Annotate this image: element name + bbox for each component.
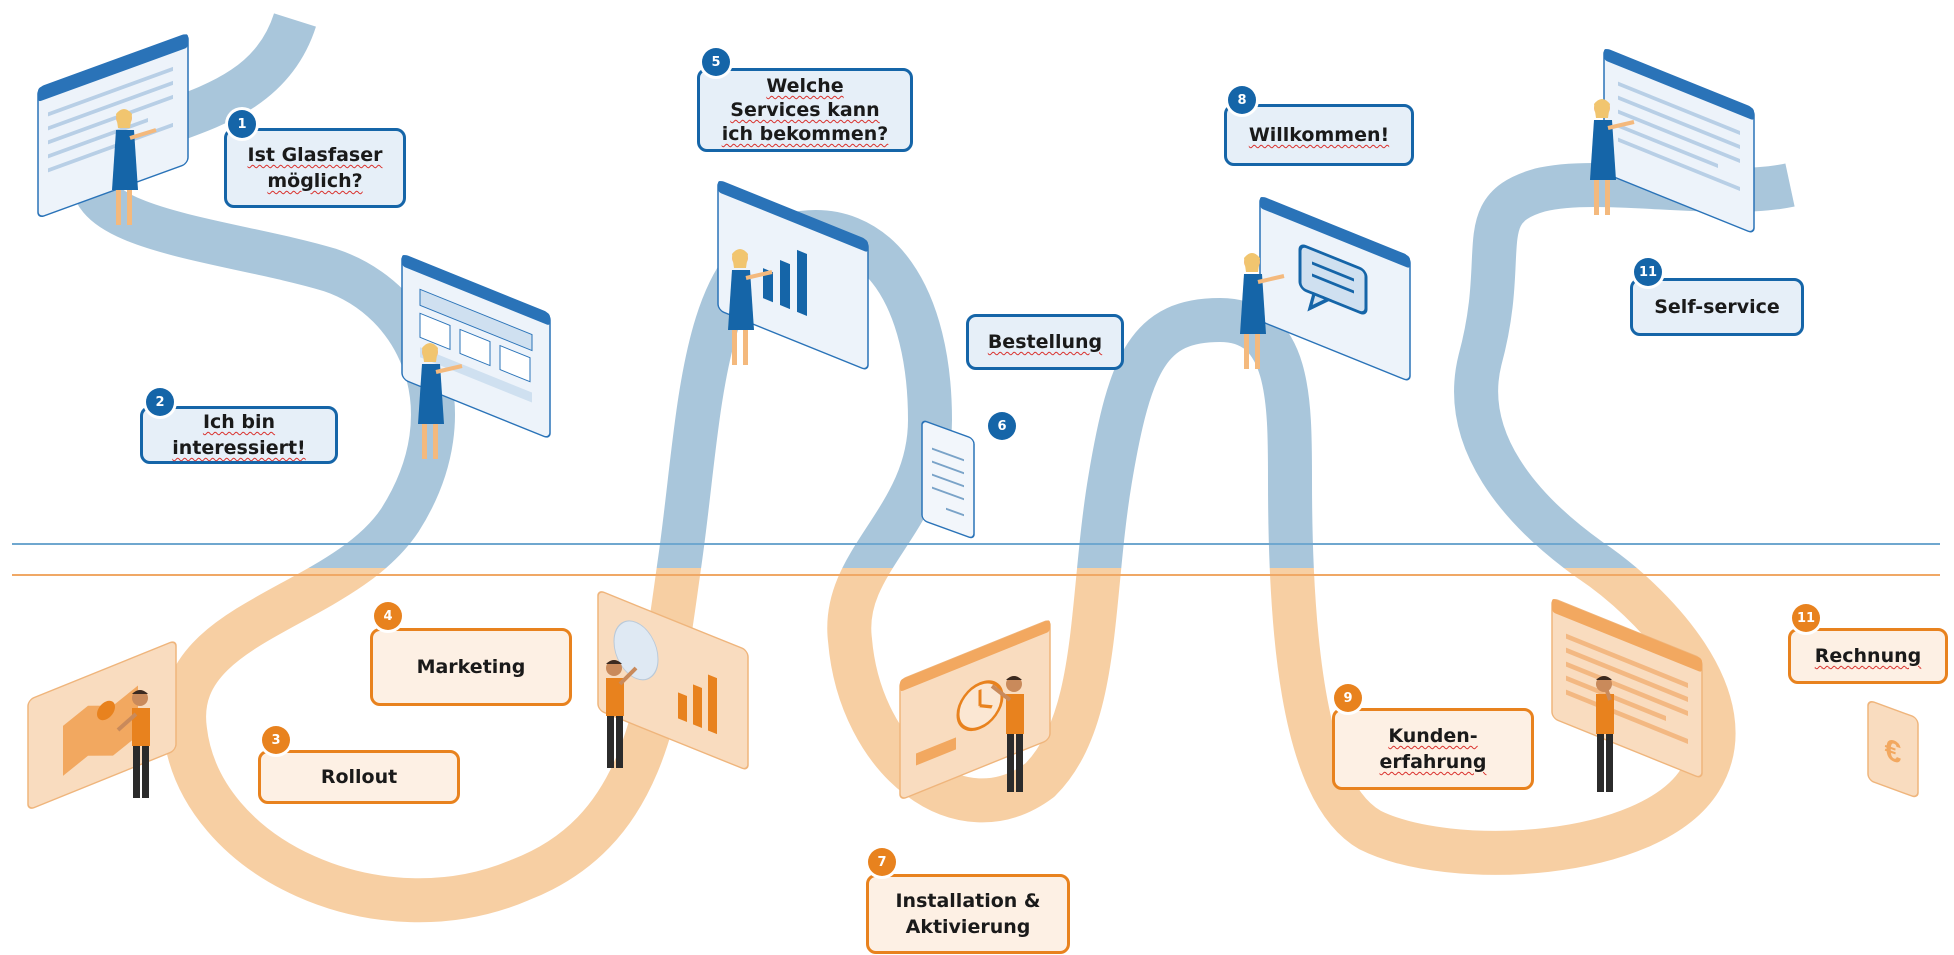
woman-figure-icon xyxy=(112,109,157,225)
bar-chart-icon xyxy=(763,249,807,316)
woman-figure-icon xyxy=(1590,99,1635,215)
step-label-marketing: Marketing xyxy=(370,628,572,706)
browser-window-icon xyxy=(1259,196,1411,381)
step-label-rollout: Rollout xyxy=(258,750,460,804)
woman-figure-icon xyxy=(418,343,463,459)
document-icon xyxy=(921,420,975,539)
step-label-installation: Installation & Aktivierung xyxy=(866,874,1070,954)
step-label-self-service: Self-service xyxy=(1630,278,1804,336)
step-badge: 1 xyxy=(228,110,256,138)
step-badge: 3 xyxy=(262,726,290,754)
step-label-willkommen: Willkommen! xyxy=(1224,104,1414,166)
browser-window-icon xyxy=(37,34,189,217)
step-badge: 7 xyxy=(868,848,896,876)
woman-figure-icon xyxy=(1240,253,1285,369)
woman-figure-icon xyxy=(728,249,773,365)
step-badge: 6 xyxy=(988,412,1016,440)
step-badge: 11 xyxy=(1634,258,1662,286)
step-badge: 2 xyxy=(146,388,174,416)
step-badge: 4 xyxy=(374,602,402,630)
bar-chart-icon xyxy=(678,674,717,735)
step-badge: 5 xyxy=(702,48,730,76)
step-label-glasfaser: Ist Glasfaser möglich? xyxy=(224,128,406,208)
man-figure-icon xyxy=(1596,676,1614,792)
browser-window-icon xyxy=(717,180,869,370)
man-figure-icon xyxy=(606,660,638,768)
step-label-services: Welche Services kann ich bekommen? xyxy=(697,68,913,152)
man-figure-icon xyxy=(990,676,1024,792)
step-label-bestellung: Bestellung xyxy=(966,314,1124,370)
map-pin-icon xyxy=(63,685,138,776)
man-figure-icon xyxy=(116,690,150,798)
step-label-interessiert: Ich bin interessiert! xyxy=(140,406,338,464)
step-badge: 11 xyxy=(1792,604,1820,632)
chat-bubble-icon xyxy=(1298,244,1368,315)
dashboard-panel-icon xyxy=(597,591,749,770)
clock-icon xyxy=(956,680,1004,732)
step-badge: 9 xyxy=(1334,684,1362,712)
step-label-kundenerfahrung: Kunden- erfahrung xyxy=(1332,708,1534,790)
step-badge: 8 xyxy=(1228,86,1256,114)
browser-window-icon xyxy=(1603,48,1755,233)
svg-text:€: € xyxy=(1885,731,1902,771)
euro-icon: € xyxy=(1867,701,1919,798)
step-label-rechnung: Rechnung xyxy=(1788,628,1948,684)
dashboard-panel-icon xyxy=(27,641,177,809)
